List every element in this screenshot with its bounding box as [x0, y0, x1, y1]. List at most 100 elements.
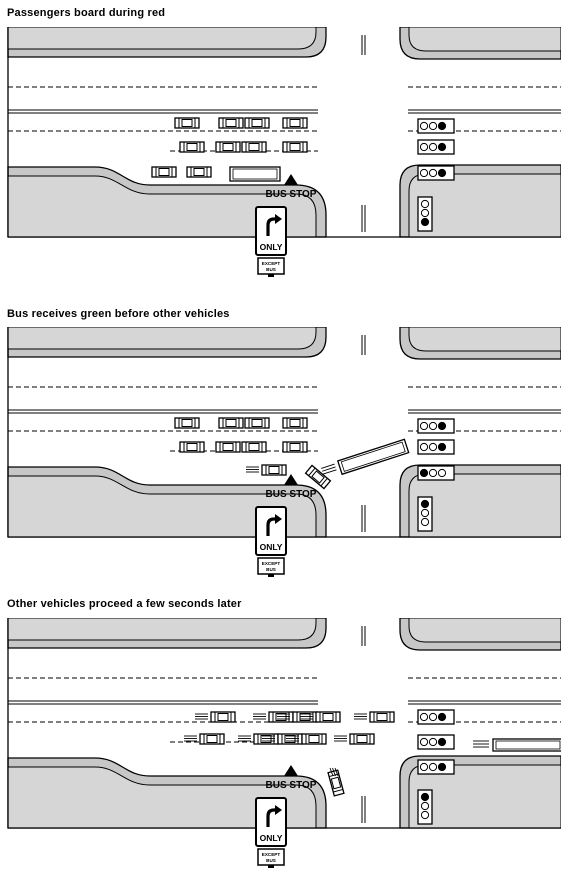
sign-bus-text: BUS: [266, 567, 276, 572]
car: [179, 141, 205, 153]
arrowhead-icon: [275, 214, 282, 224]
speed-line: [332, 767, 336, 777]
car: [174, 117, 200, 129]
turning-car: [327, 769, 345, 797]
signal-lamp: [437, 468, 447, 478]
car: [186, 166, 212, 178]
car: [246, 464, 287, 476]
car: [262, 733, 303, 745]
signal-lamp-lit: [420, 792, 430, 802]
speed-line: [322, 466, 336, 472]
car: [282, 441, 308, 453]
signal-lamp: [428, 762, 438, 772]
signal-lamp: [420, 810, 430, 820]
turning-car: [304, 464, 332, 490]
panel-1-title: Passengers board during red: [7, 7, 166, 19]
speed-line: [322, 469, 337, 475]
signal-lamp: [428, 737, 438, 747]
signal-lamp-lit: [437, 737, 447, 747]
car: [300, 711, 341, 723]
signal-lamp-lit: [437, 712, 447, 722]
signal-lamp: [419, 421, 429, 431]
sign-except-text: EXCEPT: [262, 561, 281, 566]
signal-lamp: [428, 421, 438, 431]
car: [215, 441, 241, 453]
bus-stop-label: BUS STOP: [266, 189, 317, 200]
panel-2-title: Bus receives green before other vehicles: [7, 308, 230, 320]
turn-arrow-icon: [266, 517, 276, 536]
car: [304, 464, 332, 490]
car: [282, 117, 308, 129]
signal-lamp: [420, 801, 430, 811]
car: [286, 733, 327, 745]
signal-lamp: [419, 442, 429, 452]
signal-lamp-lit: [420, 217, 430, 227]
bus-departing: [473, 738, 561, 752]
traffic-signal: [417, 789, 433, 825]
car: [282, 141, 308, 153]
signal-lamp-lit: [437, 421, 447, 431]
bus-stop-marker-icon: [284, 765, 298, 776]
car: [218, 117, 244, 129]
signal-lamp: [419, 762, 429, 772]
signal-lamp: [419, 121, 429, 131]
traffic-signal: [417, 439, 455, 455]
speed-line: [329, 767, 334, 777]
car: [253, 711, 294, 723]
panel-3-title: Other vehicles proceed a few seconds lat…: [7, 598, 242, 610]
signal-lamp-lit: [437, 762, 447, 772]
traffic-signal: [417, 496, 433, 532]
car: [334, 733, 375, 745]
signal-lamp: [428, 442, 438, 452]
signal-lamp-lit: [420, 499, 430, 509]
sign-post: [268, 574, 274, 577]
sign-only-text: ONLY: [260, 833, 283, 843]
car: [151, 166, 177, 178]
arrowhead-icon: [275, 805, 282, 815]
signal-lamp-lit: [437, 121, 447, 131]
sign-bus-text: BUS: [266, 267, 276, 272]
bus-turning: [321, 438, 410, 476]
car: [195, 711, 236, 723]
turn-arrow-icon: [266, 217, 276, 236]
signal-lamp: [419, 737, 429, 747]
traffic-signal: [417, 465, 455, 481]
signal-lamp: [419, 712, 429, 722]
car: [241, 141, 267, 153]
sign-bus-text: BUS: [266, 858, 276, 863]
bus-stop-marker-icon: [284, 174, 298, 185]
signal-lamp-lit: [437, 442, 447, 452]
car: [174, 417, 200, 429]
car: [282, 417, 308, 429]
traffic-signal: [417, 165, 455, 181]
car: [184, 733, 225, 745]
traffic-signal: [417, 118, 455, 134]
traffic-signal: [417, 418, 455, 434]
speed-line: [321, 463, 335, 469]
signal-lamp-lit: [419, 468, 429, 478]
sign-post: [268, 865, 274, 868]
bus-stop-label: BUS STOP: [266, 780, 317, 791]
car: [215, 141, 241, 153]
traffic-signal: [417, 139, 455, 155]
signal-lamp-lit: [437, 142, 447, 152]
sign-post: [268, 274, 274, 277]
signal-lamp: [420, 508, 430, 518]
bus-stop-label: BUS STOP: [266, 489, 317, 500]
car: [244, 417, 270, 429]
car: [354, 711, 395, 723]
car: [238, 733, 279, 745]
turn-arrow-icon: [266, 808, 276, 827]
car: [179, 441, 205, 453]
sign-only-text: ONLY: [260, 542, 283, 552]
signal-lamp: [428, 121, 438, 131]
sign-only-text: ONLY: [260, 242, 283, 252]
traffic-signal: [417, 759, 455, 775]
bus-stop-marker-icon: [284, 474, 298, 485]
signal-lamp: [428, 712, 438, 722]
